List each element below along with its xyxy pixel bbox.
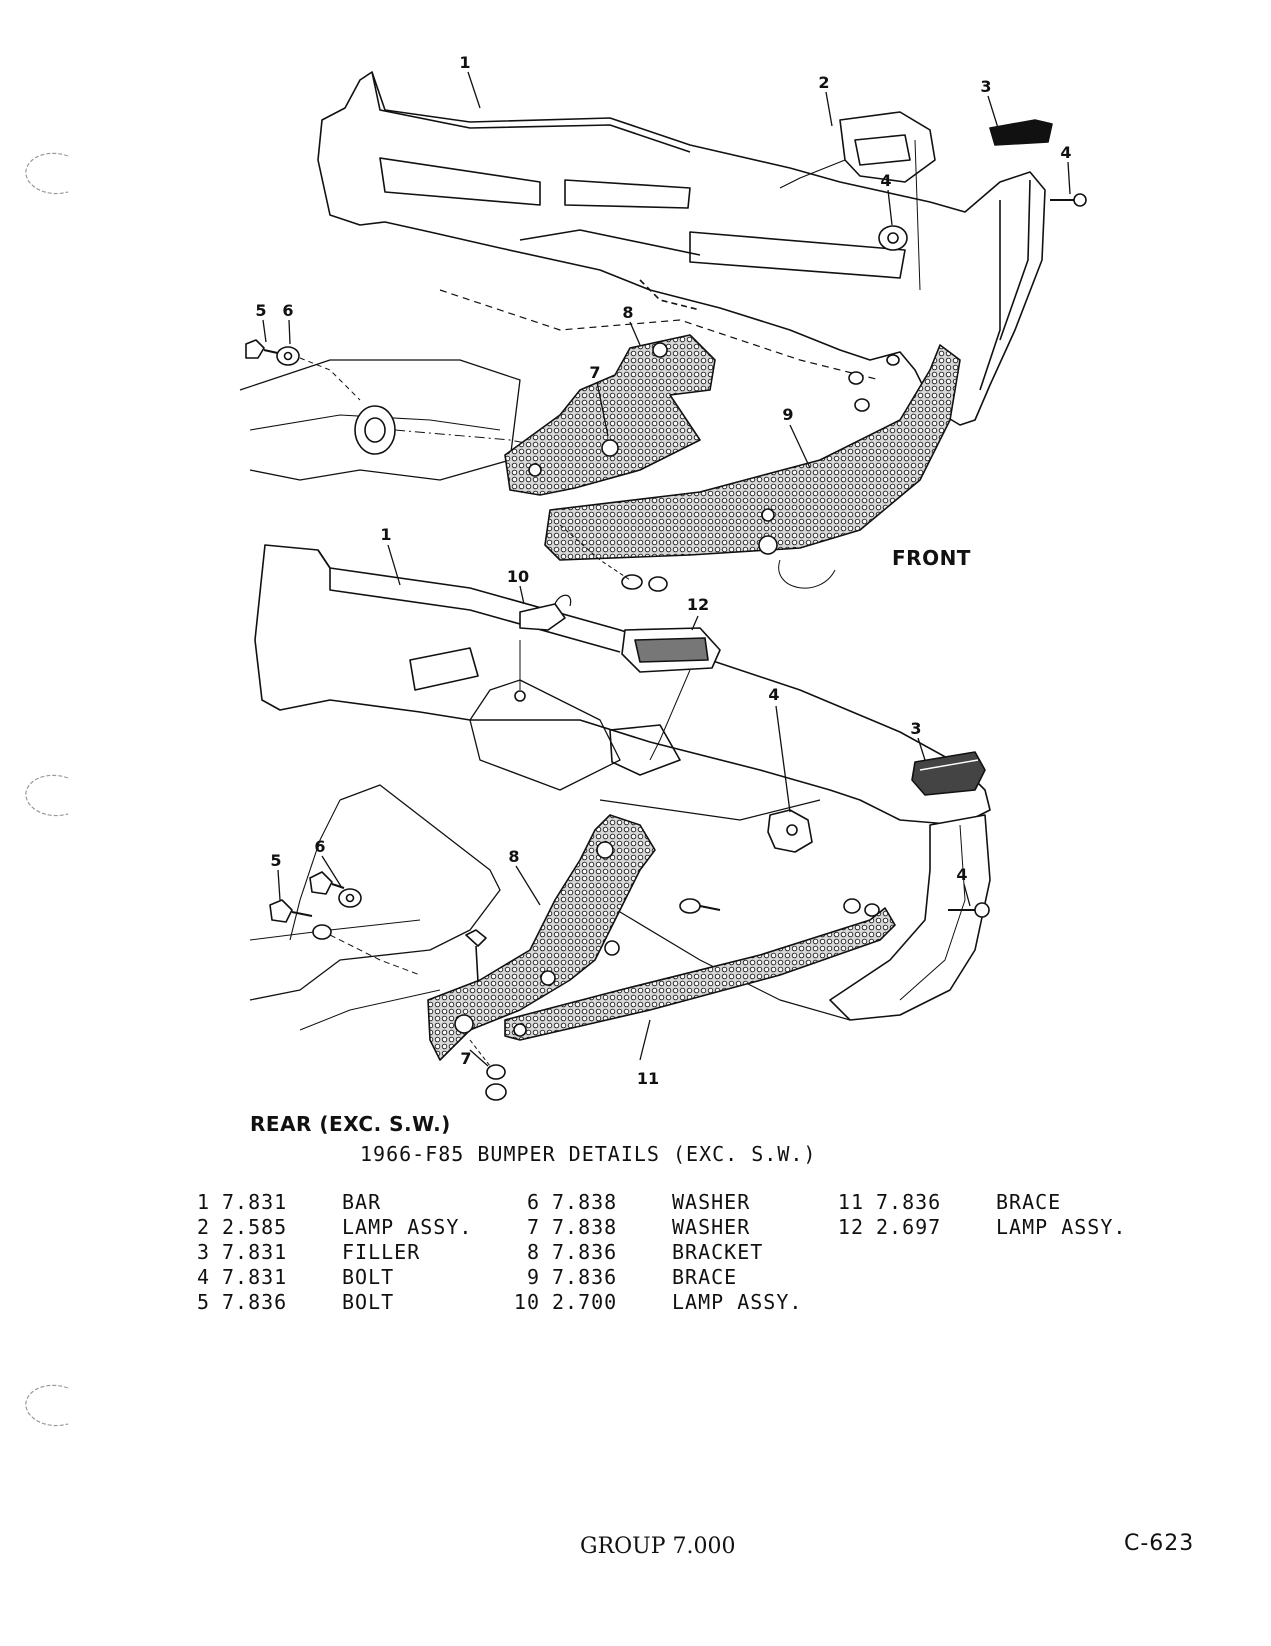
bolt-4-front-right [1050, 193, 1087, 207]
callout-label: 6 [282, 301, 293, 320]
part-name: BRACE [672, 1265, 738, 1289]
callout-label: 8 [508, 847, 519, 866]
callout-label: 9 [782, 405, 793, 424]
part-number: 9 [526, 1265, 540, 1289]
part-group: 7.831 [222, 1240, 288, 1264]
lamp-assy-10 [514, 594, 572, 702]
filler-3-front [989, 119, 1053, 146]
part-name: WASHER [672, 1215, 751, 1239]
part-group: 7.836 [552, 1265, 618, 1289]
bumper-exploded-diagram: 1 2 3 4 4 5 6 8 7 9 [239, 53, 1087, 1101]
part-name: BAR [342, 1190, 382, 1214]
part-group: 7.836 [876, 1190, 942, 1214]
front-callouts: 1 2 3 4 4 5 6 8 7 9 [255, 53, 1071, 424]
part-name: LAMP ASSY. [996, 1215, 1127, 1239]
part-number: 12 [837, 1215, 864, 1239]
punch-hole [25, 152, 69, 195]
part-number: 10 [513, 1290, 540, 1314]
part-name: LAMP ASSY. [342, 1215, 473, 1239]
part-group: 7.836 [222, 1290, 288, 1314]
part-group: 7.838 [552, 1190, 618, 1214]
callout-label: 2 [818, 73, 829, 92]
washer-6-rear [338, 888, 362, 908]
part-number: 6 [526, 1190, 540, 1214]
part-name: LAMP ASSY. [672, 1290, 803, 1314]
rear-bumper-bar [254, 544, 991, 826]
part-number: 7 [526, 1215, 540, 1239]
part-number: 3 [196, 1240, 210, 1264]
callout-label: 11 [637, 1069, 659, 1088]
brace-11-rear [504, 907, 896, 1041]
callout-label: 4 [880, 171, 891, 190]
bolt-4-rear-right [948, 902, 990, 918]
part-group: 2.697 [876, 1215, 942, 1239]
footer-group-label: GROUP 7.000 [580, 1534, 736, 1559]
part-group: 7.831 [222, 1190, 288, 1214]
callout-label: 3 [980, 77, 991, 96]
callout-label: 4 [956, 865, 967, 884]
callout-label: 10 [507, 567, 529, 586]
callout-label: 1 [380, 525, 391, 544]
callout-label: 5 [270, 851, 281, 870]
callout-label: 3 [910, 719, 921, 738]
rear-frame-rail [249, 784, 501, 1001]
rear-callouts: 1 10 12 4 3 6 5 8 4 7 11 [270, 525, 967, 1088]
part-name: BOLT [342, 1290, 395, 1314]
bracket-8-rear [427, 814, 656, 1061]
callout-label: 4 [1060, 143, 1071, 162]
page-number: C-623 [1124, 1531, 1195, 1556]
callout-label: 6 [314, 837, 325, 856]
part-name: BRACKET [672, 1240, 764, 1264]
part-group: 7.831 [222, 1265, 288, 1289]
callout-label: 12 [687, 595, 709, 614]
punch-hole [25, 774, 69, 817]
part-number: 5 [196, 1290, 210, 1314]
lamp-assy-12 [621, 627, 721, 761]
front-bumper-view [239, 71, 1087, 592]
part-group: 7.838 [552, 1215, 618, 1239]
washer-6-front [276, 346, 300, 366]
rear-view-label: REAR (EXC. S.W.) [250, 1112, 451, 1136]
washer-7-rear [486, 1064, 506, 1080]
callout-label: 7 [589, 363, 600, 382]
bolt-5-rear [269, 871, 345, 923]
brace-9-front [544, 344, 961, 561]
part-group: 7.836 [552, 1240, 618, 1264]
part-group: 2.700 [552, 1290, 618, 1314]
filler-3-rear [911, 751, 986, 796]
part-number: 1 [196, 1190, 210, 1214]
punch-hole [25, 1384, 69, 1427]
part-name: BOLT [342, 1265, 395, 1289]
part-number: 8 [526, 1240, 540, 1264]
callout-label: 5 [255, 301, 266, 320]
diagram-caption: 1966-F85 BUMPER DETAILS (EXC. S.W.) [360, 1142, 817, 1166]
callout-label: 7 [460, 1049, 471, 1068]
part-name: WASHER [672, 1190, 751, 1214]
rear-bumper-view [249, 544, 991, 1101]
part-number: 11 [837, 1190, 864, 1214]
part-number: 2 [196, 1215, 210, 1239]
bracket-8-front [504, 334, 716, 496]
lamp-assy-2 [779, 111, 936, 291]
callout-label: 8 [622, 303, 633, 322]
part-number: 4 [196, 1265, 210, 1289]
front-view-label: FRONT [892, 546, 971, 570]
callout-label: 1 [459, 53, 470, 72]
part-name: FILLER [342, 1240, 421, 1264]
part-group: 2.585 [222, 1215, 288, 1239]
callout-label: 4 [768, 685, 779, 704]
part-name: BRACE [996, 1190, 1062, 1214]
